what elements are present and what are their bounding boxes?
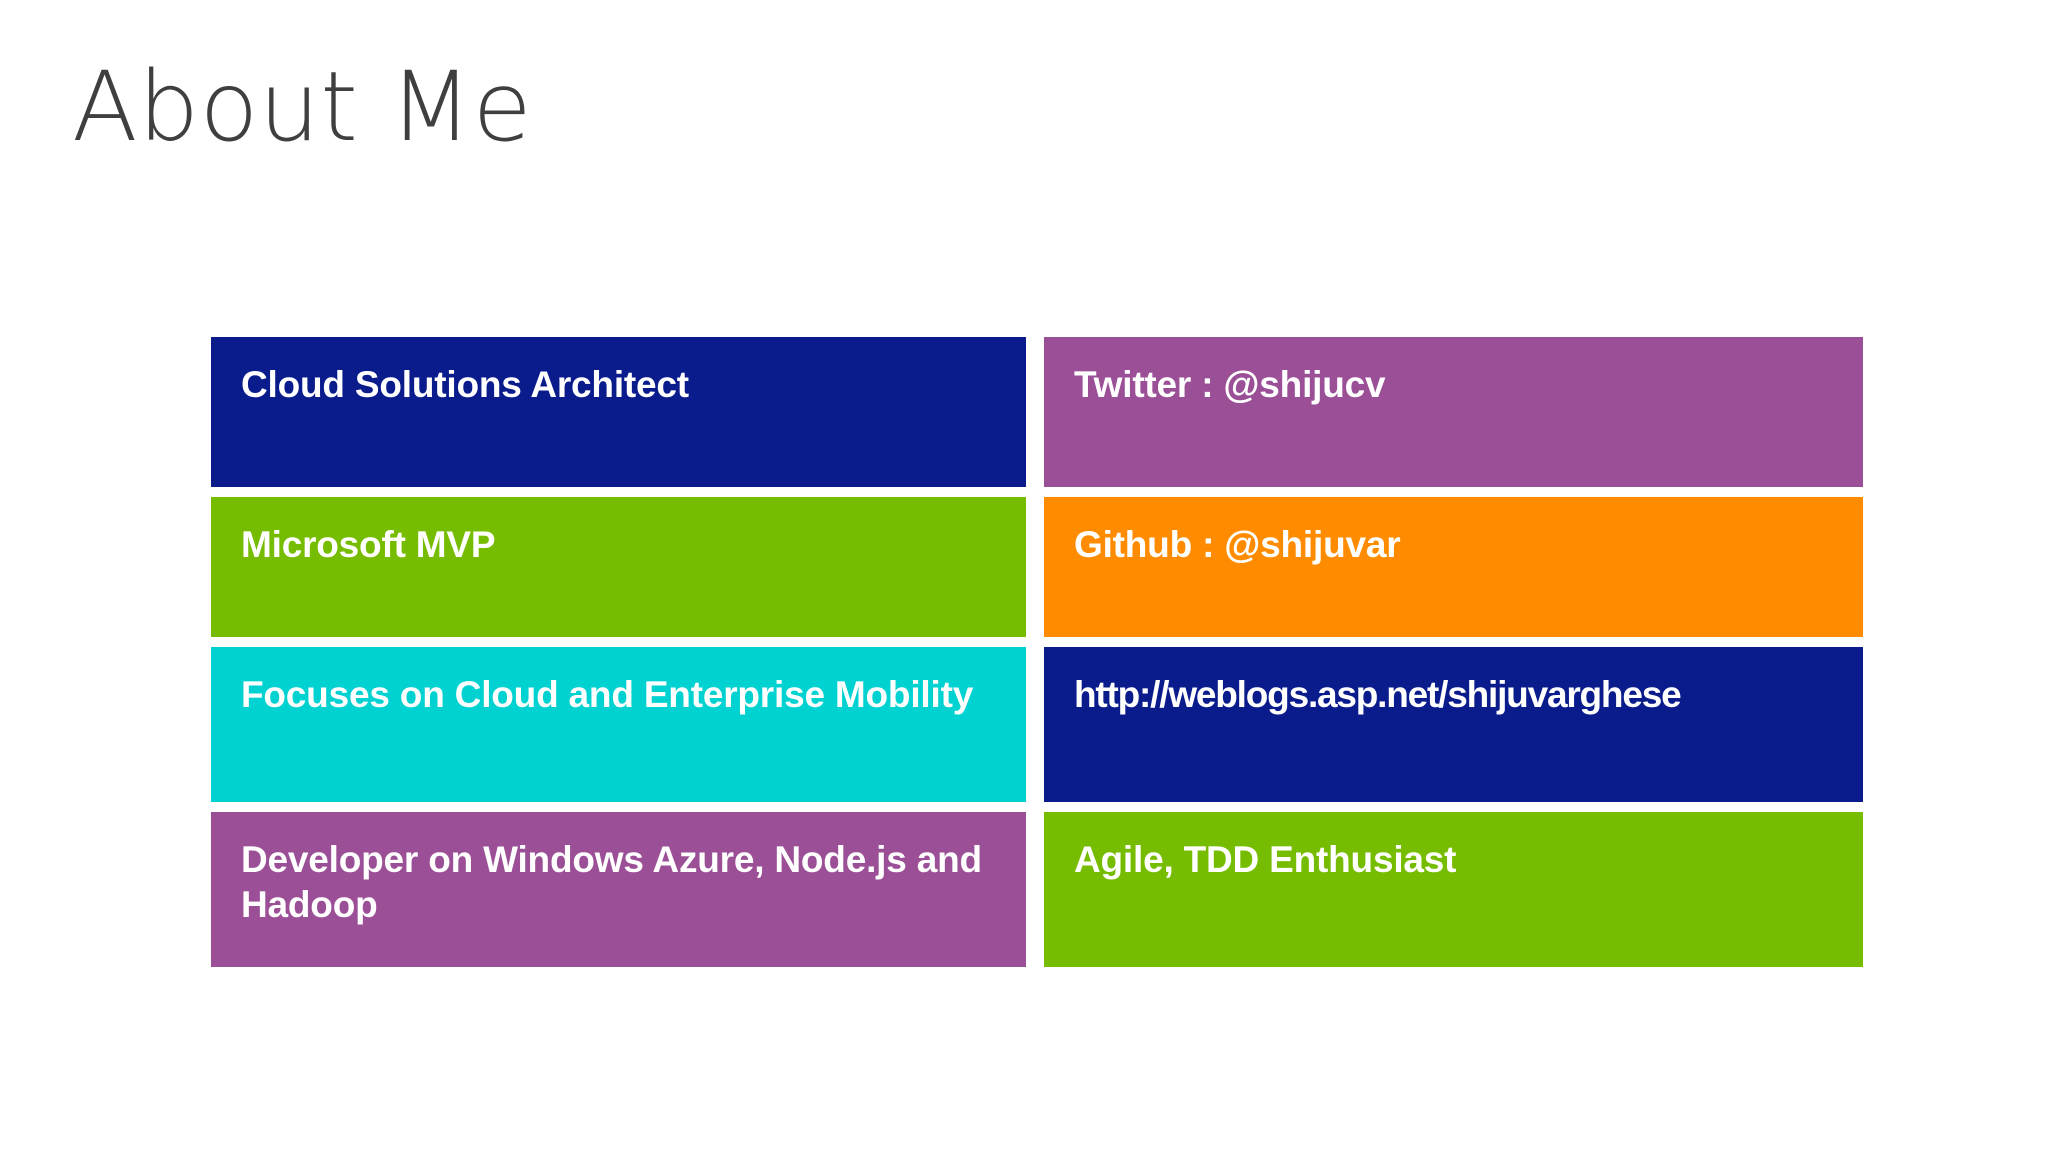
- tile-label: Cloud Solutions Architect: [241, 364, 689, 405]
- tile-focus-areas[interactable]: Focuses on Cloud and Enterprise Mobility: [211, 647, 1026, 802]
- tile-microsoft-mvp[interactable]: Microsoft MVP: [211, 497, 1026, 637]
- tile-label: Microsoft MVP: [241, 524, 496, 565]
- tile-developer-platforms[interactable]: Developer on Windows Azure, Node.js and …: [211, 812, 1026, 967]
- tile-label: Twitter : @shijucv: [1074, 364, 1386, 405]
- page-title: About Me: [72, 51, 533, 163]
- about-me-tile-grid: Cloud Solutions Architect Twitter : @shi…: [211, 337, 1863, 967]
- tile-cloud-solutions-architect[interactable]: Cloud Solutions Architect: [211, 337, 1026, 487]
- tile-twitter-handle[interactable]: Twitter : @shijucv: [1044, 337, 1863, 487]
- tile-label: http://weblogs.asp.net/shijuvarghese: [1074, 674, 1682, 715]
- tile-label: Developer on Windows Azure, Node.js and …: [241, 839, 982, 926]
- tile-blog-url[interactable]: http://weblogs.asp.net/shijuvarghese: [1044, 647, 1863, 802]
- tile-github-handle[interactable]: Github : @shijuvar: [1044, 497, 1863, 637]
- tile-label: Github : @shijuvar: [1074, 524, 1401, 565]
- tile-agile-tdd-enthusiast[interactable]: Agile, TDD Enthusiast: [1044, 812, 1863, 967]
- tile-label: Agile, TDD Enthusiast: [1074, 839, 1457, 880]
- tile-label: Focuses on Cloud and Enterprise Mobility: [241, 674, 974, 715]
